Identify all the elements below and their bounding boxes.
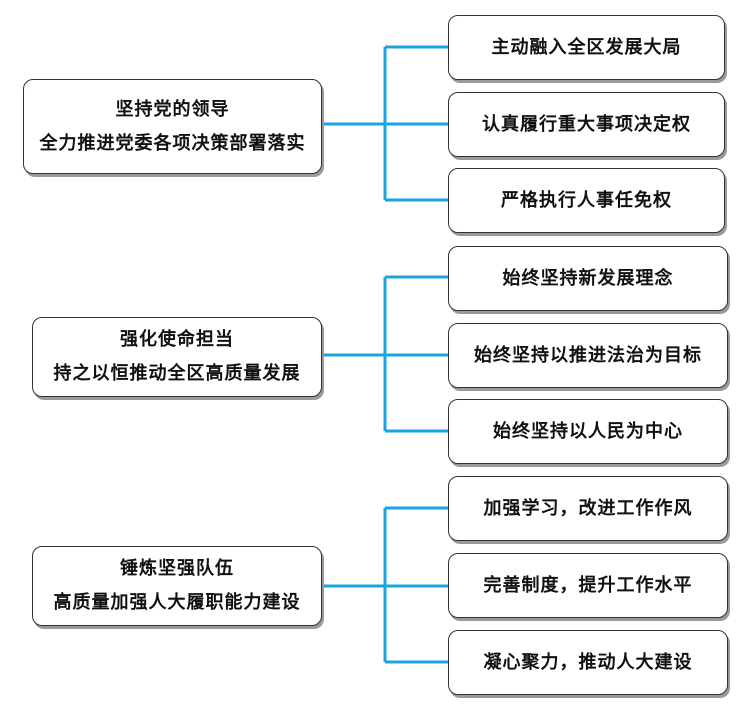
child-node-1-1: 主动融入全区发展大局 <box>448 15 725 80</box>
child-node-2-1: 始终坚持新发展理念 <box>448 246 728 311</box>
parent-node-3: 锤炼坚强队伍 高质量加强人大履职能力建设 <box>32 546 322 626</box>
child-node-3-2: 完善制度，提升工作水平 <box>448 553 728 618</box>
child-node-3-1: 加强学习，改进工作作风 <box>448 476 728 541</box>
parent-3-line-1: 锤炼坚强队伍 <box>120 558 234 579</box>
parent-1-line-1: 坚持党的领导 <box>115 98 230 120</box>
child-1-3-label: 严格执行人事任免权 <box>501 189 672 211</box>
child-node-1-2: 认真履行重大事项决定权 <box>448 92 725 157</box>
child-3-2-label: 完善制度，提升工作水平 <box>483 574 693 596</box>
child-node-1-3: 严格执行人事任免权 <box>448 168 725 233</box>
child-1-1-label: 主动融入全区发展大局 <box>491 36 682 58</box>
parent-1-line-2: 全力推进党委各项决策部署落实 <box>39 132 306 154</box>
parent-2-line-1: 强化使命担当 <box>120 329 234 350</box>
child-node-3-3: 凝心聚力，推动人大建设 <box>448 630 728 695</box>
parent-node-2: 强化使命担当 持之以恒推动全区高质量发展 <box>32 317 322 397</box>
parent-3-line-2: 高质量加强人大履职能力建设 <box>53 592 301 613</box>
parent-node-1: 坚持党的领导 全力推进党委各项决策部署落实 <box>23 79 322 174</box>
child-3-3-label: 凝心聚力，推动人大建设 <box>483 651 693 673</box>
child-2-3-label: 始终坚持以人民为中心 <box>493 420 683 442</box>
child-node-2-2: 始终坚持以推进法治为目标 <box>448 323 728 388</box>
parent-2-line-2: 持之以恒推动全区高质量发展 <box>53 363 301 384</box>
child-node-2-3: 始终坚持以人民为中心 <box>448 399 728 464</box>
child-2-1-label: 始终坚持新发展理念 <box>502 267 674 289</box>
child-1-2-label: 认真履行重大事项决定权 <box>482 113 691 135</box>
child-3-1-label: 加强学习，改进工作作风 <box>483 497 693 519</box>
child-2-2-label: 始终坚持以推进法治为目标 <box>474 344 702 366</box>
